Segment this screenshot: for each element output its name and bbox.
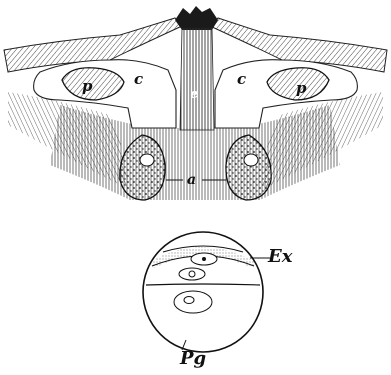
label-ex: Ex: [267, 246, 293, 267]
egg-cell-top-nucleus: [202, 257, 206, 261]
egg-cell-middle: [179, 268, 205, 280]
label-c-left: c: [134, 70, 143, 88]
right-dotted-body-nucleus: [244, 154, 258, 166]
label-e-center: e: [190, 87, 198, 102]
left-dotted-body-nucleus: [140, 154, 154, 166]
label-p-right: p: [296, 79, 307, 97]
central-column: [180, 28, 214, 130]
label-p-left: p: [82, 77, 93, 95]
bottom-egg-figure: Ex Pg: [143, 232, 293, 369]
top-section-figure: p c e c p a: [4, 6, 387, 200]
label-c-right: c: [237, 70, 246, 88]
label-a-center: a: [187, 172, 196, 188]
label-pg: Pg: [179, 348, 206, 369]
dorsal-crest: [175, 6, 218, 30]
